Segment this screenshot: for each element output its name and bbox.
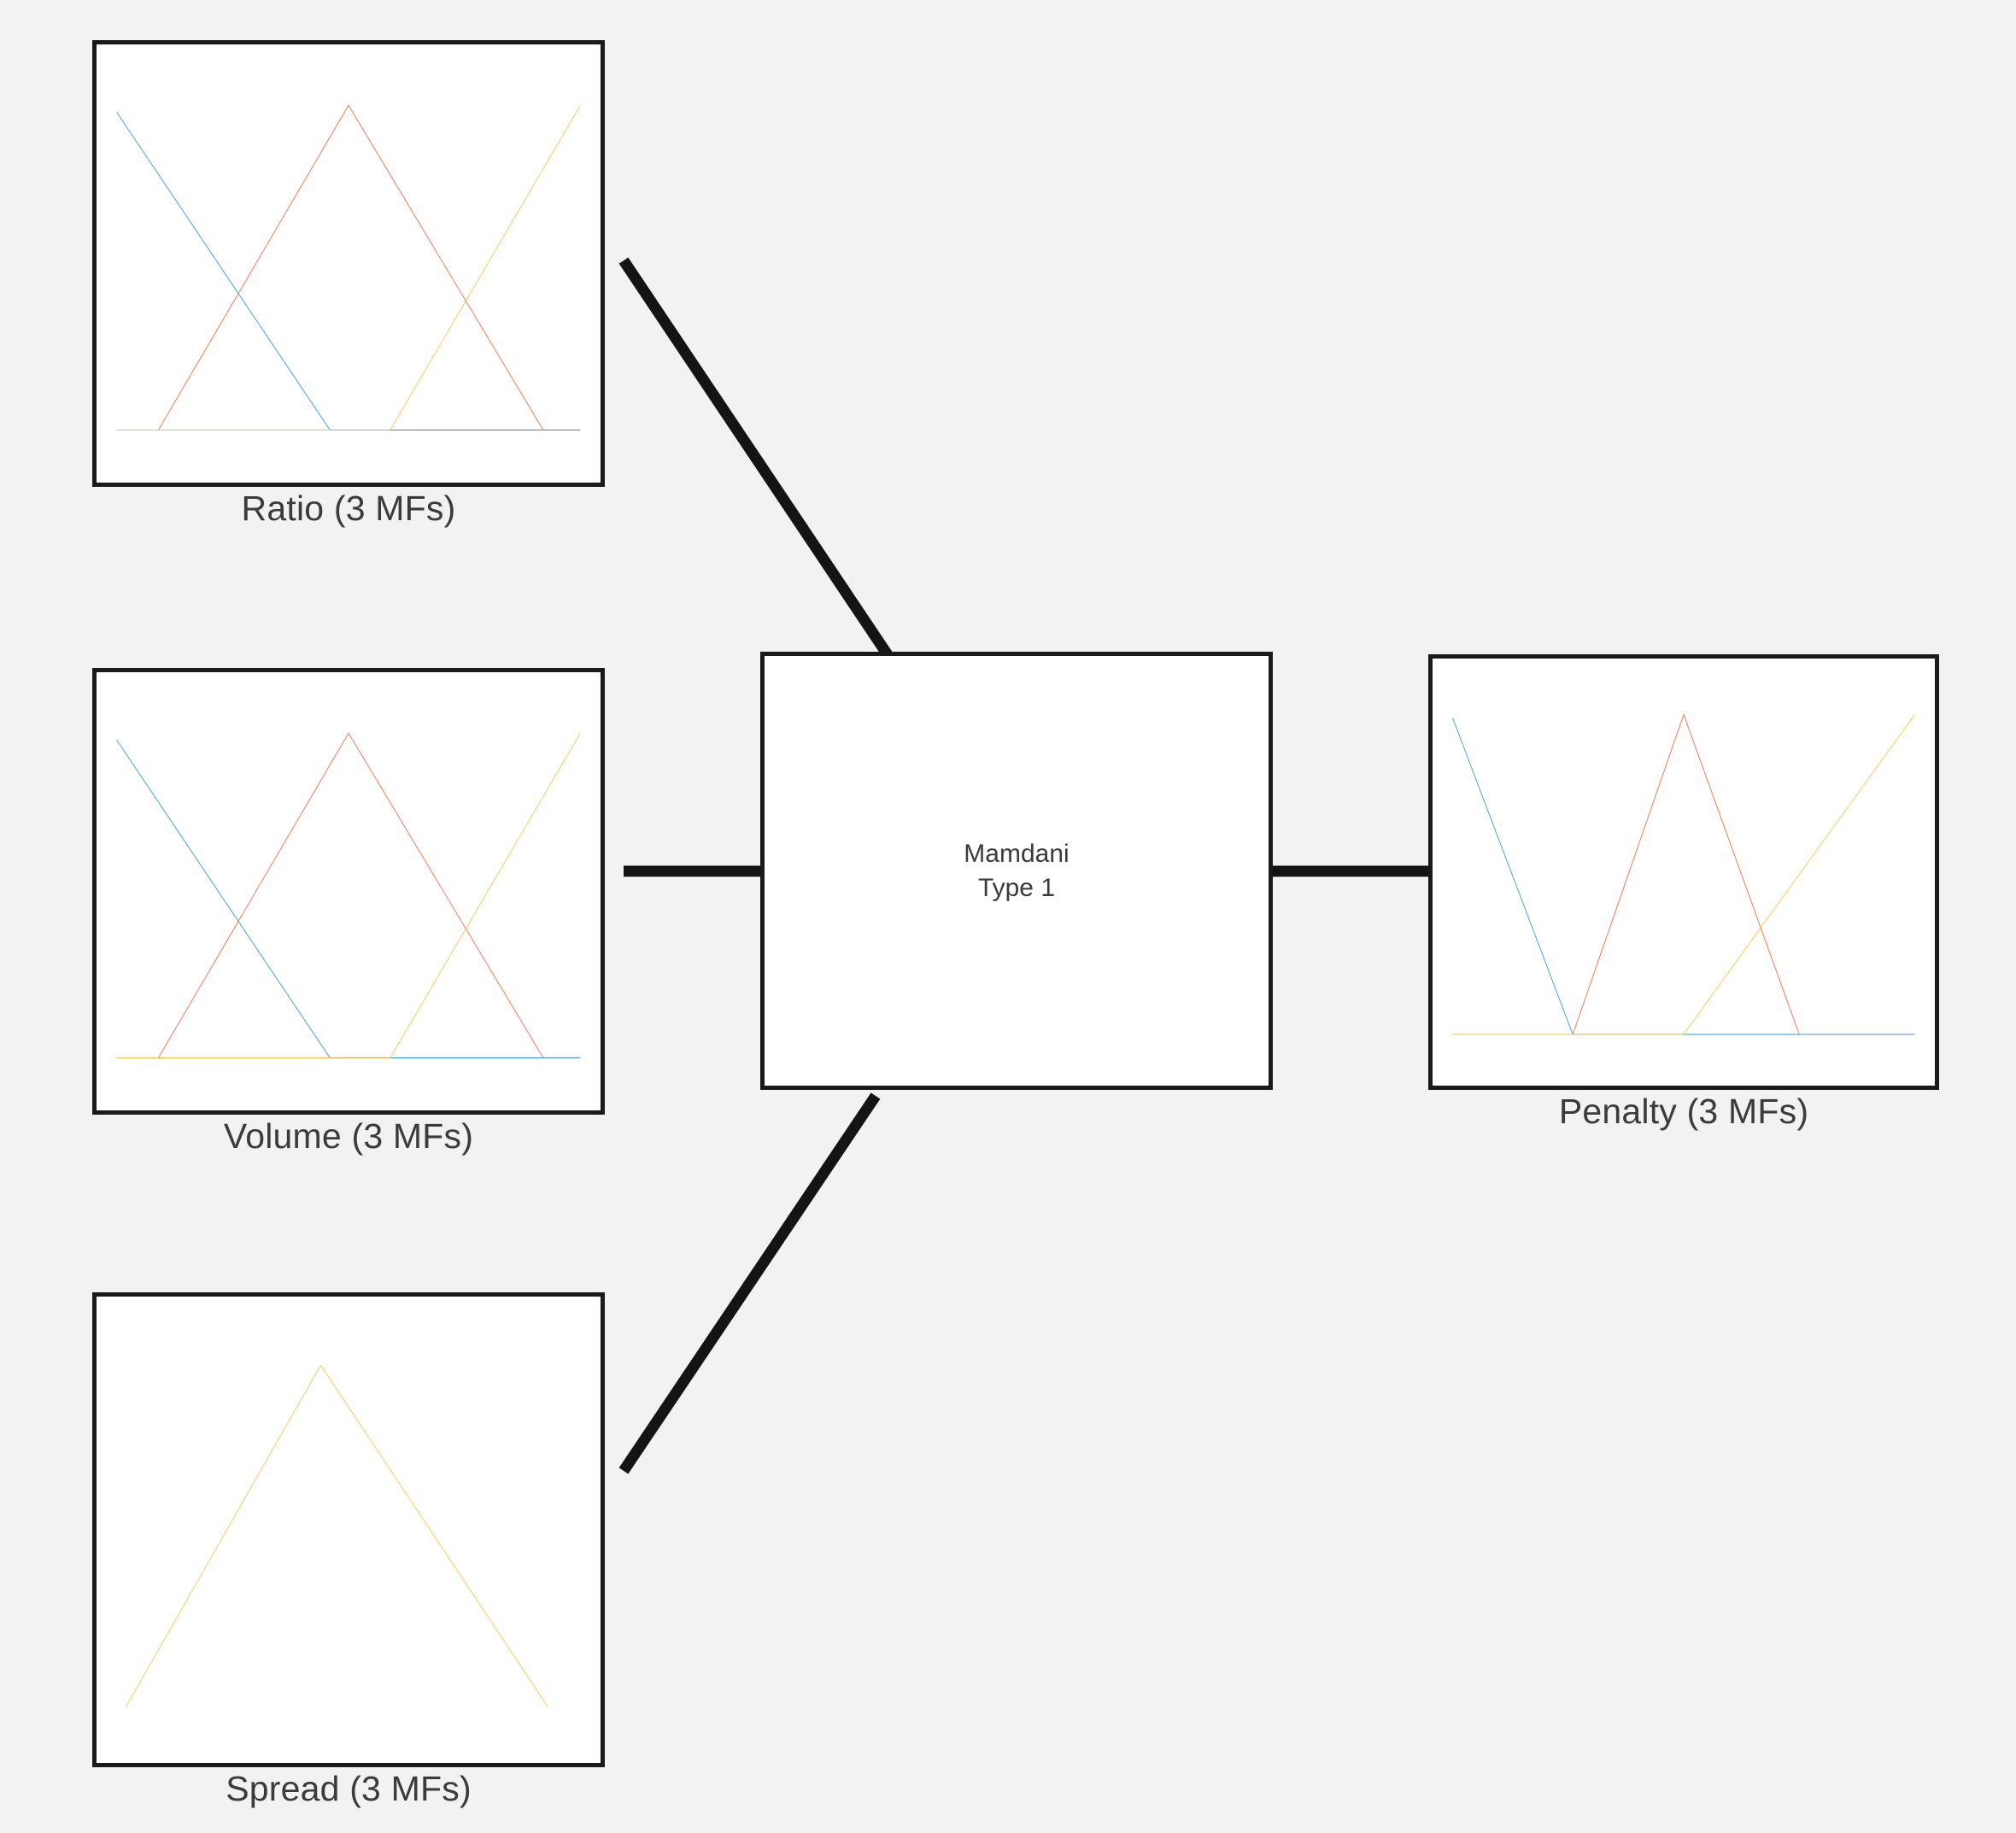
input-label-volume: Volume (3 MFs) bbox=[223, 1116, 474, 1156]
fis-engine-text: Mamdani Type 1 bbox=[964, 837, 1069, 905]
membership-function-plot-penalty bbox=[1433, 659, 1935, 1086]
input-node-spread[interactable]: Spread (3 MFs) bbox=[92, 1292, 605, 1808]
mf-curve-high bbox=[1453, 715, 1915, 1034]
output-node-penalty[interactable]: Penalty (3 MFs) bbox=[1428, 654, 1939, 1131]
input-plot-frame-volume[interactable] bbox=[92, 668, 605, 1115]
output-label-penalty: Penalty (3 MFs) bbox=[1558, 1092, 1809, 1131]
membership-function-plot-volume bbox=[97, 672, 601, 1110]
input-plot-frame-spread[interactable] bbox=[92, 1292, 605, 1767]
membership-function-plot-spread bbox=[97, 1297, 601, 1763]
fis-engine-box[interactable]: Mamdani Type 1 bbox=[760, 652, 1273, 1090]
output-plot-frame-penalty[interactable] bbox=[1428, 654, 1939, 1090]
input-label-spread: Spread (3 MFs) bbox=[226, 1769, 472, 1808]
membership-function-plot-ratio bbox=[97, 44, 601, 483]
mf-curve-high bbox=[117, 733, 581, 1057]
fis-engine-type-version: Type 1 bbox=[977, 873, 1056, 902]
mf-curve-medium bbox=[158, 733, 543, 1057]
mf-curve-high bbox=[117, 105, 581, 430]
input-node-volume[interactable]: Volume (3 MFs) bbox=[92, 668, 605, 1156]
fis-engine-type-name: Mamdani bbox=[964, 839, 1070, 868]
ratio-to-engine bbox=[618, 257, 894, 659]
input-label-ratio: Ratio (3 MFs) bbox=[241, 489, 456, 528]
mf-curve-low bbox=[1453, 718, 1915, 1035]
spread-to-engine bbox=[618, 1092, 881, 1474]
mf-curve-spread-mf bbox=[126, 1365, 548, 1707]
mf-curve-medium bbox=[1573, 715, 1799, 1034]
mf-curve-medium bbox=[158, 105, 543, 430]
input-node-ratio[interactable]: Ratio (3 MFs) bbox=[92, 40, 605, 528]
input-plot-frame-ratio[interactable] bbox=[92, 40, 605, 487]
